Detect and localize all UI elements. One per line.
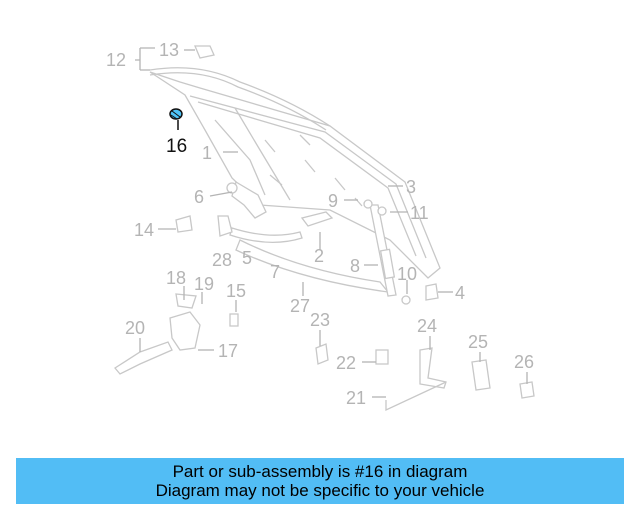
callout-24: 24 <box>417 316 437 336</box>
banner-line-2: Diagram may not be specific to your vehi… <box>155 481 485 500</box>
trunk-lid-panel <box>149 71 441 279</box>
callout-13: 13 <box>159 40 179 60</box>
callout-3: 3 <box>406 177 416 197</box>
callout-19: 19 <box>194 274 214 294</box>
callout-6: 6 <box>194 187 204 207</box>
callout-28: 28 <box>212 250 232 270</box>
small-parts <box>114 45 535 412</box>
callout-5: 5 <box>242 248 252 268</box>
callout-26: 26 <box>514 352 534 372</box>
callout-25: 25 <box>468 332 488 352</box>
callout-27: 27 <box>290 296 310 316</box>
callout-15: 15 <box>226 281 246 301</box>
callout-2: 2 <box>314 246 324 266</box>
seal-strip <box>235 239 390 293</box>
weatherstrip <box>149 67 331 131</box>
callout-11: 11 <box>410 203 429 223</box>
callout-9: 9 <box>328 191 338 211</box>
leader-lines <box>135 47 528 398</box>
callout-4: 4 <box>455 283 465 303</box>
callout-labels: 12 13 16 1 3 6 9 11 14 28 5 2 7 8 10 4 1… <box>106 40 534 408</box>
banner-line-1: Part or sub-assembly is #16 in diagram <box>172 462 468 481</box>
callout-21: 21 <box>346 388 366 408</box>
callout-23: 23 <box>310 310 330 330</box>
callout-7: 7 <box>270 262 280 282</box>
handle <box>300 211 334 227</box>
callout-16-highlighted: 16 <box>166 136 187 157</box>
parts-diagram: 12 13 16 1 3 6 9 11 14 28 5 2 7 8 10 4 1… <box>106 40 535 412</box>
callout-20: 20 <box>125 318 145 338</box>
part-16-grommet[interactable] <box>169 108 183 120</box>
callout-10: 10 <box>397 264 417 284</box>
callout-12: 12 <box>106 50 126 70</box>
hinge-assembly <box>229 181 303 243</box>
callout-1: 1 <box>202 143 212 163</box>
callout-22: 22 <box>336 353 356 373</box>
part-info-banner: Part or sub-assembly is #16 in diagram D… <box>16 458 624 504</box>
callout-8: 8 <box>350 256 360 276</box>
gas-strut <box>369 204 397 297</box>
callout-17: 17 <box>218 341 238 361</box>
callout-18: 18 <box>166 268 186 288</box>
callout-14: 14 <box>134 220 154 240</box>
